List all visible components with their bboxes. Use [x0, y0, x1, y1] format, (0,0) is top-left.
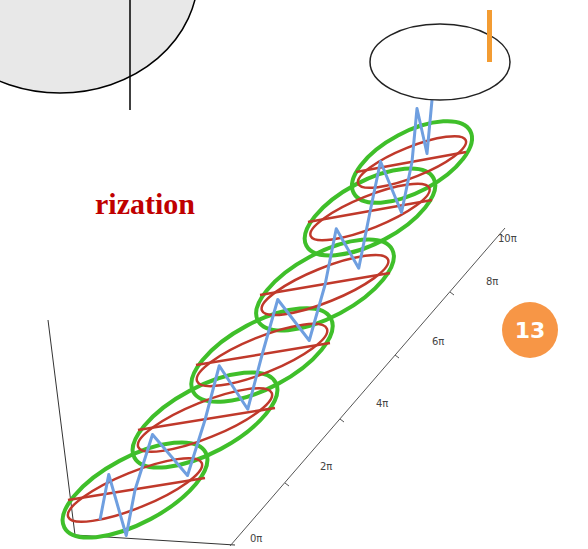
orange-bar	[487, 10, 492, 62]
page-number-circle: 13	[502, 302, 558, 358]
axis-tick-label: 0π	[250, 533, 262, 544]
axis-tick-label: 10π	[498, 233, 517, 244]
axis-tick-label: 2π	[320, 461, 332, 472]
axis-ticks	[285, 234, 504, 486]
blue-wave	[100, 100, 432, 536]
axis-tick-label: 4π	[376, 398, 388, 409]
title-fragment: rization	[95, 187, 195, 221]
axis-line	[129, 0, 131, 110]
axis-tick-label: 8π	[486, 276, 498, 287]
axis-tick-label: 6π	[432, 336, 444, 347]
grey-ellipse	[0, 0, 198, 93]
red-traces	[61, 126, 471, 533]
green-ellipses	[49, 105, 484, 549]
page-number: 13	[515, 318, 546, 343]
